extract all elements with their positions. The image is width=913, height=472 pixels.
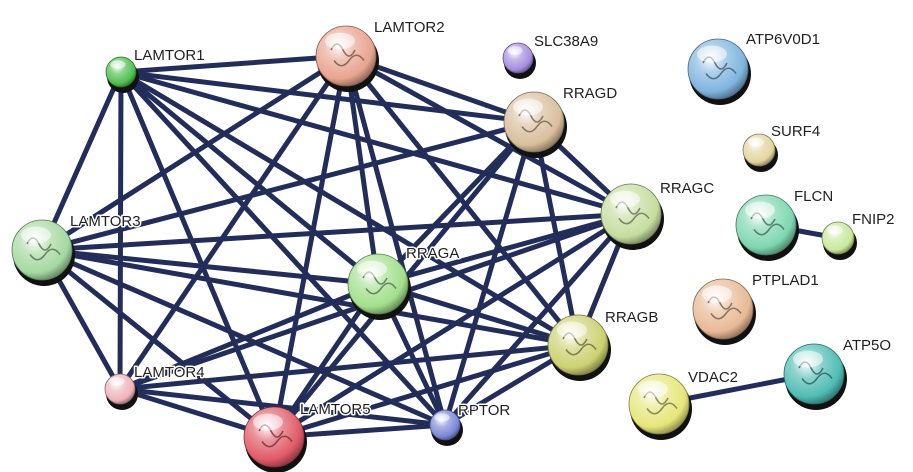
node-rptor[interactable] — [429, 409, 463, 446]
edge-lamtor3-rragb[interactable] — [39, 247, 581, 348]
edge-lamtor5-rragb[interactable] — [271, 342, 581, 440]
node-highlight — [610, 190, 640, 208]
node-label-slc38a9: SLC38A9 — [534, 33, 598, 50]
node-label-rragc: RRAGC — [660, 180, 714, 197]
node-lamtor3[interactable] — [11, 219, 75, 286]
node-atp6v0d1[interactable] — [687, 38, 751, 105]
edge-lamtor1-rragb[interactable] — [118, 69, 581, 348]
node-flcn[interactable] — [735, 194, 799, 261]
node-label-ptplad1: PTPLAD1 — [752, 272, 819, 289]
node-label-lamtor5: LAMTOR5 — [300, 401, 371, 418]
node-fnip2[interactable] — [821, 221, 857, 260]
edge-lamtor3-rragd[interactable] — [39, 119, 537, 253]
node-rragc[interactable] — [600, 183, 664, 250]
edge-lamtor1-rragd[interactable] — [118, 69, 537, 125]
edge-lamtor2-rragb[interactable] — [343, 53, 581, 348]
node-highlight — [21, 226, 51, 244]
edge-rragb-rragd[interactable] — [531, 119, 581, 348]
node-label-lamtor2: LAMTOR2 — [374, 19, 445, 36]
edge-rragd-rptor[interactable] — [442, 119, 537, 428]
edge-lamtor3-rragc[interactable] — [39, 211, 634, 253]
node-lamtor2[interactable] — [315, 25, 379, 92]
node-highlight — [557, 321, 587, 339]
node-label-fnip2: FNIP2 — [852, 211, 895, 228]
node-label-rraga: RRAGA — [406, 245, 459, 262]
node-highlight — [357, 260, 387, 278]
node-lamtor4[interactable] — [104, 373, 138, 410]
edge-lamtor2-lamtor3[interactable] — [39, 53, 349, 253]
node-rraga[interactable] — [347, 253, 411, 320]
node-ptplad1[interactable] — [692, 278, 756, 345]
node-lamtor1[interactable] — [105, 56, 139, 93]
edge-lamtor4-rraga[interactable] — [117, 281, 381, 392]
node-label-lamtor1: LAMTOR1 — [134, 47, 205, 64]
edge-lamtor5-rragc[interactable] — [271, 211, 634, 440]
node-highlight — [109, 377, 125, 386]
node-label-surf4: SURF4 — [771, 123, 820, 140]
edge-lamtor2-lamtor4[interactable] — [117, 53, 349, 392]
node-rragb[interactable] — [547, 314, 611, 381]
node-surf4[interactable] — [742, 133, 778, 172]
edge-rraga-rragd[interactable] — [375, 119, 537, 287]
edge-lamtor2-rraga[interactable] — [343, 53, 381, 287]
node-highlight — [826, 225, 843, 235]
node-highlight — [507, 46, 523, 55]
node-highlight — [110, 60, 126, 69]
node-highlight — [697, 45, 727, 63]
node-rragd[interactable] — [503, 91, 567, 158]
node-highlight — [702, 285, 732, 303]
node-label-lamtor3: LAMTOR3 — [70, 213, 141, 230]
node-layer — [11, 25, 857, 472]
node-atp5o[interactable] — [783, 343, 847, 410]
edge-lamtor4-rragb[interactable] — [117, 342, 581, 392]
edge-lamtor3-lamtor5[interactable] — [39, 247, 277, 440]
node-slc38a9[interactable] — [502, 42, 536, 79]
node-highlight — [253, 413, 283, 431]
node-highlight — [745, 201, 775, 219]
node-vdac2[interactable] — [628, 373, 692, 440]
edge-lamtor3-rraga[interactable] — [39, 247, 381, 287]
node-highlight — [513, 98, 543, 116]
node-label-rragb: RRAGB — [605, 309, 658, 326]
node-label-atp6v0d1: ATP6V0D1 — [746, 31, 820, 48]
node-label-lamtor4: LAMTOR4 — [134, 364, 205, 381]
node-label-flcn: FLCN — [794, 188, 833, 205]
edge-lamtor1-rraga[interactable] — [118, 69, 381, 287]
node-highlight — [434, 413, 450, 422]
node-label-vdac2: VDAC2 — [688, 369, 738, 386]
node-label-rptor: RPTOR — [458, 402, 510, 419]
edge-lamtor4-rptor[interactable] — [117, 386, 448, 428]
node-lamtor5[interactable] — [243, 406, 307, 472]
node-highlight — [638, 380, 668, 398]
edge-lamtor2-rptor[interactable] — [343, 53, 448, 428]
node-highlight — [325, 32, 355, 50]
node-highlight — [793, 350, 823, 368]
edge-lamtor1-lamtor2[interactable] — [118, 53, 349, 75]
node-label-rragd: RRAGD — [563, 85, 617, 102]
node-highlight — [747, 137, 764, 147]
edge-rragc-rptor[interactable] — [442, 211, 634, 428]
edge-rraga-rragc[interactable] — [375, 211, 634, 287]
node-label-atp5o: ATP5O — [843, 337, 891, 354]
edge-lamtor1-lamtor3[interactable] — [39, 69, 124, 253]
